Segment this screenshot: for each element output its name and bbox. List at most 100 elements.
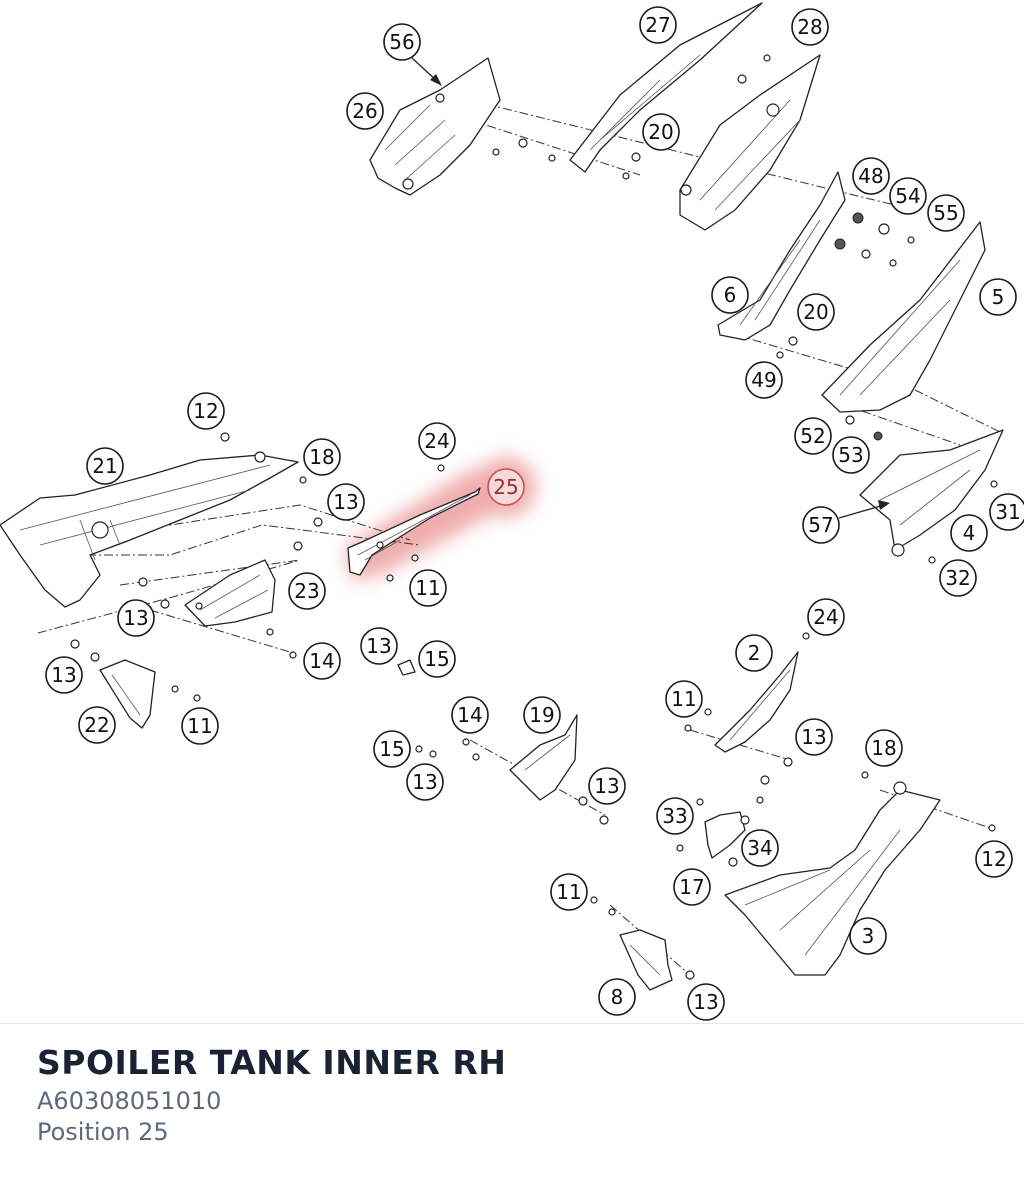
callout-13-f[interactable]: 13 (406, 763, 444, 801)
callout-13-b[interactable]: 13 (117, 599, 155, 637)
hardware-left (70, 432, 419, 702)
svg-text:25: 25 (493, 475, 518, 499)
exploded-parts-diagram: 56 26 27 28 20 48 54 55 6 5 20 49 52 53 … (0, 2, 1024, 1021)
callout-25[interactable]: 25 (487, 468, 525, 506)
callout-21[interactable]: 21 (86, 447, 124, 485)
svg-text:19: 19 (529, 703, 554, 727)
clip-15 (397, 659, 416, 676)
svg-text:49: 49 (751, 368, 776, 392)
callout-4[interactable]: 4 (950, 514, 988, 552)
panel-3 (724, 781, 941, 976)
svg-text:55: 55 (933, 201, 958, 225)
callout-31[interactable]: 31 (989, 493, 1024, 531)
callout-11-c[interactable]: 11 (665, 680, 703, 718)
spoiler-tank-inner-25[interactable] (347, 464, 481, 576)
svg-text:33: 33 (662, 804, 687, 828)
callout-13-g[interactable]: 13 (588, 767, 626, 805)
callout-55[interactable]: 55 (927, 194, 965, 232)
callout-13-e[interactable]: 13 (795, 718, 833, 756)
bracket-19 (509, 714, 578, 801)
callout-26[interactable]: 26 (346, 92, 384, 130)
callout-15-a[interactable]: 15 (418, 640, 456, 678)
bracket-6 (717, 171, 846, 341)
part-info-panel: SPOILER TANK INNER RH A60308051010 Posit… (37, 1040, 1004, 1148)
callout-14-b[interactable]: 14 (451, 696, 489, 734)
panel-26 (369, 57, 501, 196)
callout-22[interactable]: 22 (78, 706, 116, 744)
callout-2[interactable]: 2 (735, 634, 773, 672)
callout-17[interactable]: 17 (673, 868, 711, 906)
svg-text:12: 12 (193, 399, 218, 423)
callout-15-b[interactable]: 15 (373, 730, 411, 768)
callout-56[interactable]: 56 (383, 23, 421, 61)
panel-5 (821, 221, 986, 413)
callout-32[interactable]: 32 (939, 559, 977, 597)
callout-33[interactable]: 33 (656, 797, 694, 835)
callout-48[interactable]: 48 (852, 157, 890, 195)
callout-53[interactable]: 53 (832, 436, 870, 474)
callout-23[interactable]: 23 (288, 572, 326, 610)
callout-18-right[interactable]: 18 (865, 729, 903, 767)
fairing-21 (0, 451, 299, 608)
pointer-arrows (411, 57, 890, 519)
svg-text:56: 56 (389, 30, 414, 54)
svg-text:11: 11 (556, 880, 581, 904)
callout-18-left[interactable]: 18 (303, 438, 341, 476)
svg-text:13: 13 (801, 725, 826, 749)
callout-11-a[interactable]: 11 (409, 569, 447, 607)
callout-57[interactable]: 57 (802, 506, 840, 544)
svg-text:12: 12 (981, 847, 1006, 871)
svg-text:4: 4 (963, 521, 976, 545)
svg-text:27: 27 (645, 13, 670, 37)
callout-5[interactable]: 5 (979, 278, 1017, 316)
part-title: SPOILER TANK INNER RH (37, 1043, 507, 1082)
svg-text:14: 14 (457, 703, 482, 727)
callout-11-d[interactable]: 11 (550, 873, 588, 911)
svg-text:24: 24 (424, 429, 449, 453)
bracket-8 (619, 929, 673, 991)
svg-text:28: 28 (797, 15, 822, 39)
svg-text:13: 13 (123, 606, 148, 630)
callout-24-bottom[interactable]: 24 (807, 598, 845, 636)
callout-54[interactable]: 54 (889, 177, 927, 215)
svg-text:13: 13 (366, 634, 391, 658)
callout-12-left[interactable]: 12 (187, 392, 225, 430)
panel-2 (714, 632, 810, 753)
svg-text:26: 26 (352, 99, 377, 123)
svg-text:13: 13 (333, 490, 358, 514)
hardware-top (492, 54, 771, 180)
callout-12-right[interactable]: 12 (975, 840, 1013, 878)
bracket-33 (704, 811, 746, 859)
callout-11-b[interactable]: 11 (181, 707, 219, 745)
callout-13-h[interactable]: 13 (687, 983, 725, 1021)
callout-24-top[interactable]: 24 (418, 422, 456, 460)
callout-20-right[interactable]: 20 (797, 293, 835, 331)
panel-23 (184, 559, 276, 627)
callout-49[interactable]: 49 (745, 361, 783, 399)
svg-text:13: 13 (594, 774, 619, 798)
svg-text:34: 34 (747, 836, 772, 860)
callout-34[interactable]: 34 (741, 829, 779, 867)
callout-13-a[interactable]: 13 (327, 483, 365, 521)
callout-6[interactable]: 6 (711, 276, 749, 314)
callout-8[interactable]: 8 (598, 978, 636, 1016)
svg-text:8: 8 (611, 985, 624, 1009)
svg-text:14: 14 (309, 649, 334, 673)
svg-text:57: 57 (808, 513, 833, 537)
callout-27[interactable]: 27 (639, 6, 677, 44)
callout-13-c[interactable]: 13 (360, 627, 398, 665)
callout-20-top[interactable]: 20 (642, 113, 680, 151)
svg-text:52: 52 (800, 424, 825, 448)
callout-19[interactable]: 19 (523, 696, 561, 734)
svg-text:31: 31 (995, 500, 1020, 524)
callout-52[interactable]: 52 (794, 417, 832, 455)
svg-text:15: 15 (379, 737, 404, 761)
svg-text:20: 20 (648, 120, 673, 144)
part-number: A60308051010 (37, 1087, 222, 1115)
svg-text:3: 3 (862, 924, 875, 948)
callout-28[interactable]: 28 (791, 8, 829, 46)
callout-14-a[interactable]: 14 (303, 642, 341, 680)
leader-lines (37, 99, 1001, 976)
callout-3[interactable]: 3 (849, 917, 887, 955)
callout-13-d[interactable]: 13 (45, 656, 83, 694)
